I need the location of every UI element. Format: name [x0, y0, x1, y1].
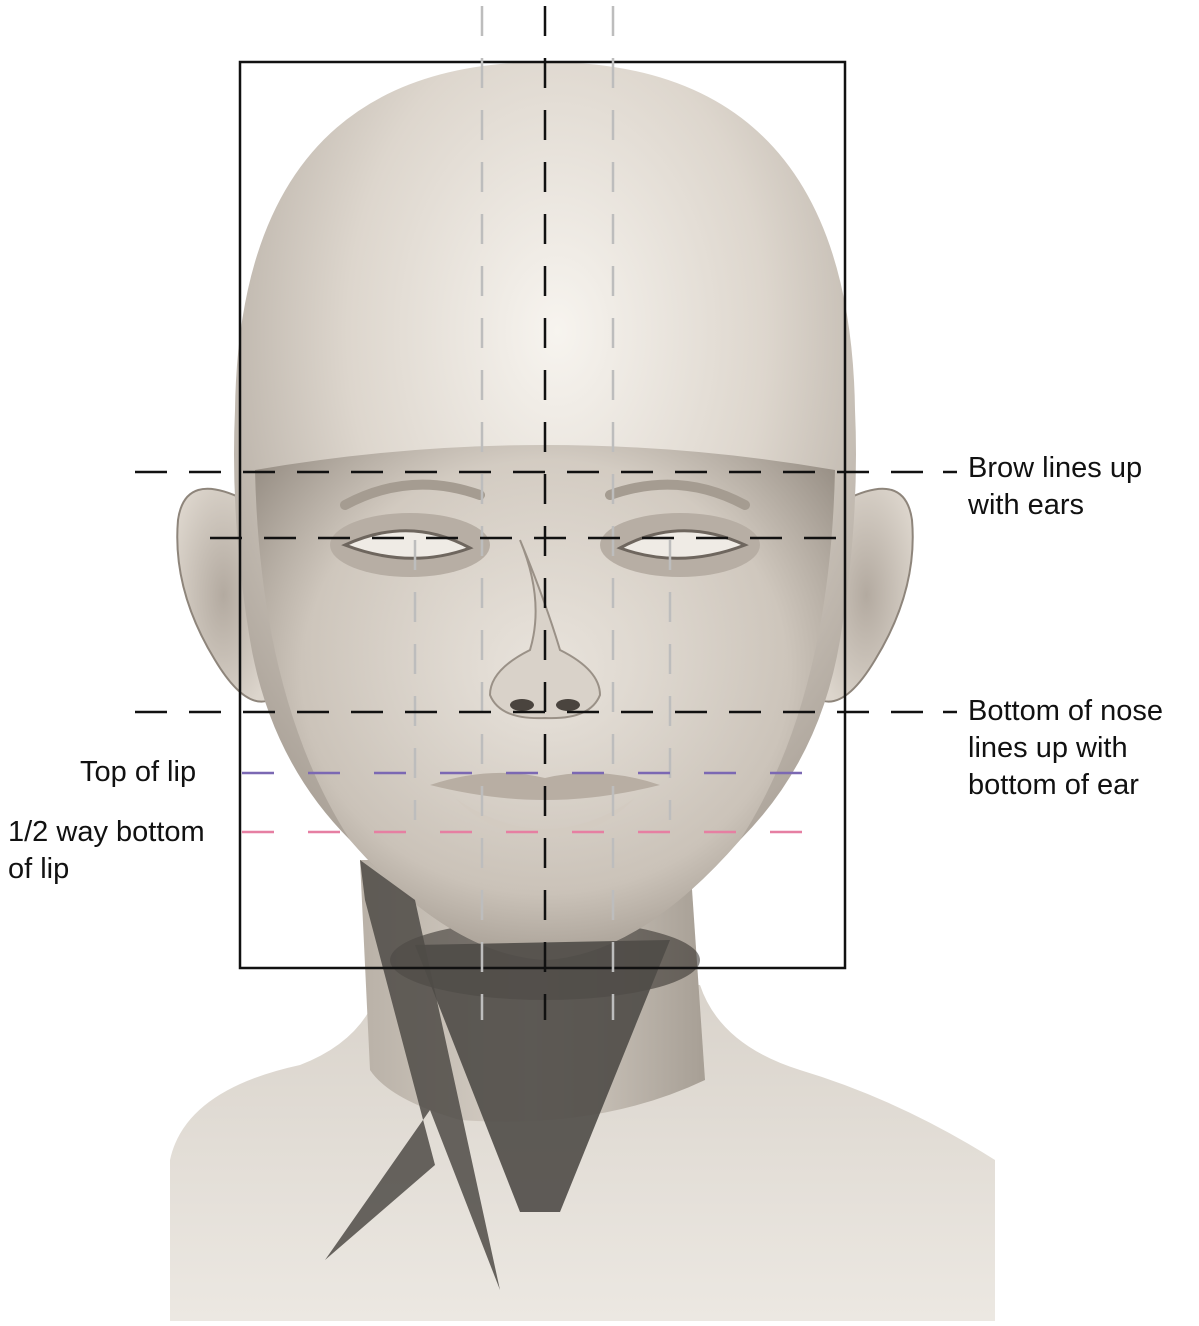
brow-label-line-2: with ears	[968, 487, 1142, 524]
brow-label: Brow lines up with ears	[968, 450, 1142, 524]
nose-label-line-2: lines up with	[968, 730, 1163, 767]
left-nostril	[510, 699, 534, 711]
lip-top-label: Top of lip	[80, 754, 196, 791]
brow-label-line-1: Brow lines up	[968, 450, 1142, 487]
nose-label: Bottom of nose lines up with bottom of e…	[968, 693, 1163, 804]
lip-half-label-line-1: 1/2 way bottom	[8, 814, 205, 851]
nose-label-line-3: bottom of ear	[968, 767, 1163, 804]
nose-label-line-1: Bottom of nose	[968, 693, 1163, 730]
lip-half-label-line-2: of lip	[8, 851, 205, 888]
lip-half-label: 1/2 way bottom of lip	[8, 814, 205, 888]
right-nostril	[556, 699, 580, 711]
